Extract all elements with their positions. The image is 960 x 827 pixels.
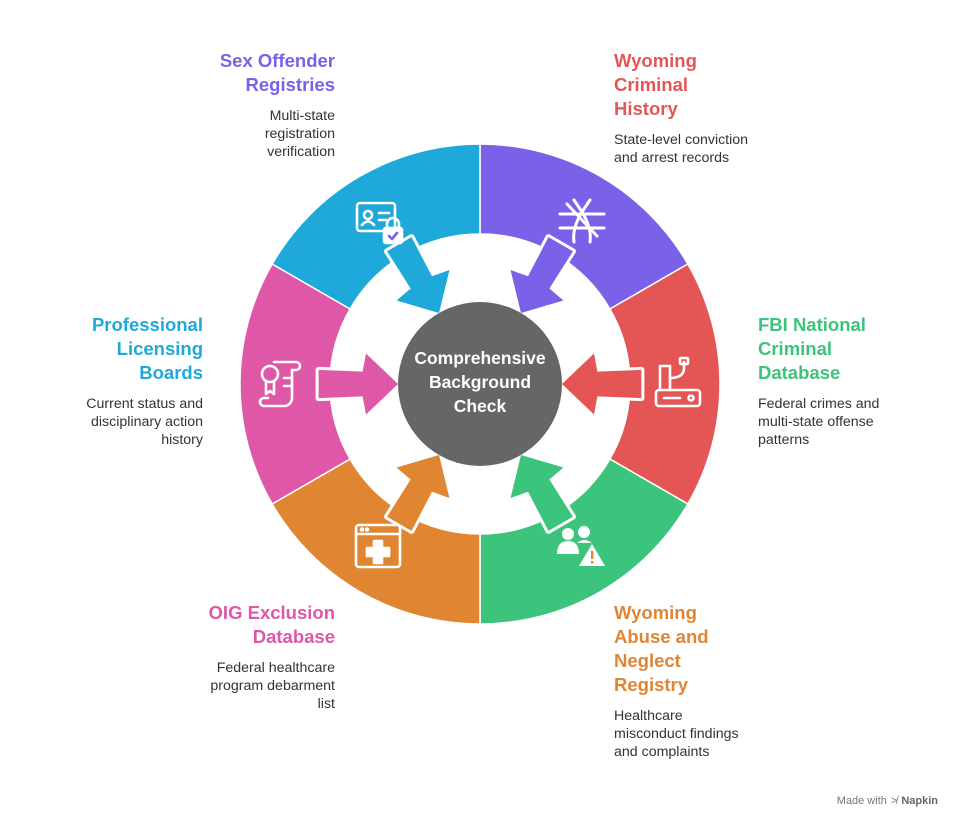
medical-window-icon xyxy=(354,523,402,569)
label-wyoming-criminal-history: Wyoming Criminal History State-level con… xyxy=(614,49,834,167)
footer-made-with: Made with xyxy=(836,795,887,807)
id-card-lock-icon xyxy=(355,201,404,245)
arrow-group xyxy=(315,234,645,534)
segment-title: Wyoming Criminal History xyxy=(614,50,697,119)
segment-description: Healthcare misconduct findings and compl… xyxy=(614,708,739,760)
segment-prof xyxy=(271,143,481,311)
napkin-logo-icon: ≯ xyxy=(890,795,898,807)
label-oig-exclusion-database: OIG Exclusion Database Federal healthcar… xyxy=(130,601,335,713)
label-fbi-national-criminal-database: FBI National Criminal Database Federal c… xyxy=(758,313,953,449)
footer-credit: Made with ≯ Napkin xyxy=(837,795,938,807)
segment-description: Multi-state registration verification xyxy=(264,108,335,160)
segment-title: Wyoming Abuse and Neglect Registry xyxy=(614,602,709,695)
segment-title: Professional Licensing Boards xyxy=(91,314,203,383)
segment-title: Sex Offender Registries xyxy=(219,50,335,95)
segment-description: Federal crimes and multi-state offense p… xyxy=(758,396,880,448)
segment-description: State-level conviction and arrest record… xyxy=(614,132,749,166)
arrow-wyo xyxy=(559,350,645,418)
label-wyoming-abuse-neglect-registry: Wyoming Abuse and Neglect Registry Healt… xyxy=(614,601,834,761)
segment-title: FBI National Criminal Database xyxy=(758,314,866,383)
certificate-scroll-icon xyxy=(258,360,302,408)
center-hub xyxy=(398,302,562,466)
arrow-sex xyxy=(507,234,576,316)
segment-description: Current status and disciplinary action h… xyxy=(86,396,203,448)
icon-group xyxy=(258,198,702,569)
segment-ring xyxy=(239,143,721,625)
segment-description: Federal healthcare program debarment lis… xyxy=(210,660,335,712)
label-sex-offender-registries: Sex Offender Registries Multi-state regi… xyxy=(130,49,335,161)
arrow-fbi xyxy=(507,452,576,534)
people-warning-icon xyxy=(557,526,605,566)
footer-brand: Napkin xyxy=(901,795,938,807)
center-title: Comprehensive Background Check xyxy=(414,348,546,416)
segment-title: OIG Exclusion Database xyxy=(208,602,335,647)
arrow-prof xyxy=(384,234,453,316)
arrow-oig xyxy=(315,350,401,418)
label-professional-licensing-boards: Professional Licensing Boards Current st… xyxy=(10,313,203,449)
arrow-abuse xyxy=(384,452,453,534)
database-server-icon xyxy=(654,356,702,408)
handcuffs-icon xyxy=(558,198,606,244)
